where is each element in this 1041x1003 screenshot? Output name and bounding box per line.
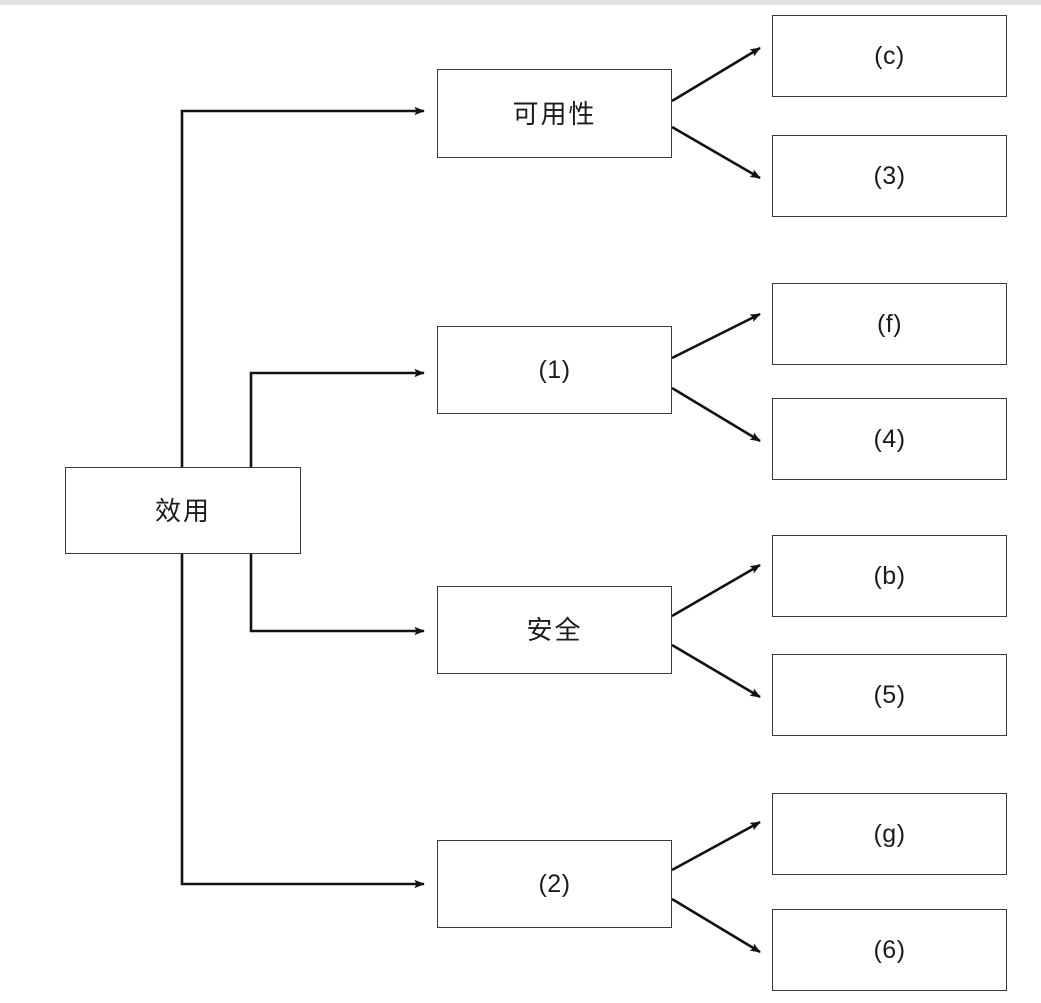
node-branch-4-label: (2) [538,869,571,898]
edge-branch4-to-leaf-g [671,820,761,872]
node-leaf-3[interactable]: (3) [772,135,1007,217]
node-branch-3-label: 安全 [526,615,583,645]
node-leaf-c[interactable]: (c) [772,15,1007,97]
edge-branch3-to-leaf-5 [671,643,761,699]
node-leaf-g[interactable]: (g) [772,793,1007,875]
node-branch-4[interactable]: (2) [437,840,672,928]
edge-root-to-branch4 [180,553,425,889]
node-leaf-f[interactable]: (f) [772,283,1007,365]
edge-branch2-to-leaf-4 [671,386,761,443]
node-branch-1-label: 可用性 [512,98,597,129]
node-root-label: 效用 [154,495,211,526]
node-branch-3[interactable]: 安全 [437,586,672,674]
edge-branch1-to-leaf-c [671,46,761,103]
edge-branch4-to-leaf-6 [671,897,761,954]
node-leaf-6[interactable]: (6) [772,909,1007,991]
node-branch-2-label: (1) [538,355,571,384]
node-leaf-6-label: (6) [873,935,906,964]
node-leaf-f-label: (f) [876,309,903,338]
node-leaf-4-label: (4) [873,424,906,453]
node-leaf-b-label: (b) [873,561,906,590]
edge-branch2-to-leaf-f [671,312,761,360]
node-root[interactable]: 效用 [65,467,301,554]
node-branch-2[interactable]: (1) [437,326,672,414]
node-leaf-4[interactable]: (4) [772,398,1007,480]
edge-root-to-branch3 [249,553,425,636]
top-border-strip [0,0,1041,5]
node-leaf-g-label: (g) [873,819,906,848]
node-leaf-5-label: (5) [873,680,906,709]
edge-branch1-to-leaf-3 [671,125,761,180]
node-leaf-b[interactable]: (b) [772,535,1007,617]
edge-branch3-to-leaf-b [671,563,761,618]
node-leaf-5[interactable]: (5) [772,654,1007,736]
edge-root-to-branch2 [249,368,425,467]
node-branch-1[interactable]: 可用性 [437,69,672,158]
node-leaf-c-label: (c) [874,41,905,70]
node-leaf-3-label: (3) [873,161,906,190]
